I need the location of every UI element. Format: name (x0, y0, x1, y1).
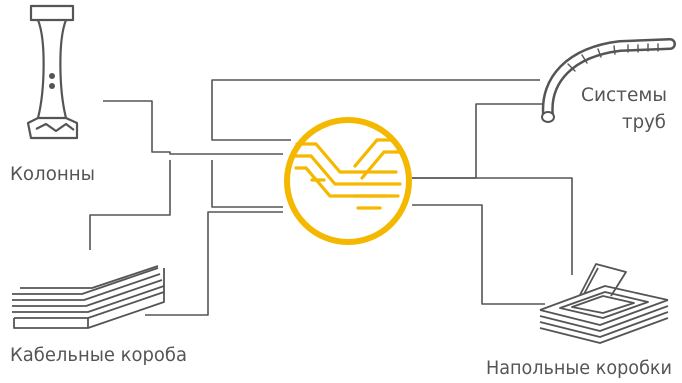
connector-lines (89, 79, 573, 316)
node-label-cable-trays-text: Кабельные короба (10, 344, 187, 366)
node-label-floor-boxes: Напольные коробки (486, 357, 672, 379)
connector-column-hub (103, 100, 283, 155)
connector-top-loop (211, 79, 540, 141)
cable-tray-icon (12, 265, 165, 329)
connector-floor-box (412, 204, 545, 305)
connector-right-loop (412, 177, 573, 275)
node-label-columns: Колонны (10, 163, 95, 185)
labels: Колонны Системы труб Кабельные короба На… (10, 84, 672, 379)
floor-box-icon (539, 263, 669, 344)
connector-tray-lower (145, 211, 283, 316)
connector-tray-upper (89, 160, 171, 250)
node-label-pipe-systems-line2: труб (622, 111, 666, 133)
connector-tray-mid (211, 160, 283, 208)
cable-hub-icon (284, 117, 412, 245)
node-label-cable-trays: Системы (581, 84, 667, 106)
column-icon (26, 4, 79, 140)
conduit-pipe-icon (541, 38, 676, 123)
connector-pipe-hub (412, 103, 545, 179)
